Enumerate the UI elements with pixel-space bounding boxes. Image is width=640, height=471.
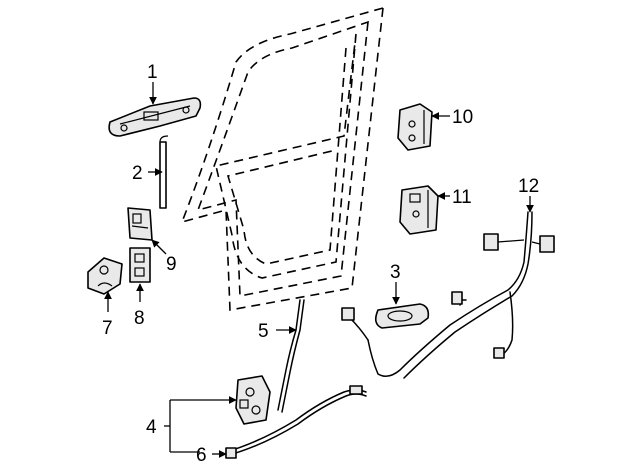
callout-labels: 1 2 3 4 5 6 7 8 9 10 11 12 (102, 62, 539, 466)
callout-2: 2 (132, 163, 143, 184)
leader-lines (104, 82, 534, 458)
door-outline (180, 6, 384, 311)
door-latch (235, 375, 271, 425)
striker-pad (129, 247, 151, 283)
upper-hinge (397, 103, 433, 151)
callout-4: 4 (146, 417, 157, 438)
handle-rod (159, 135, 169, 209)
lock-rod (277, 299, 305, 413)
callout-7: 7 (102, 318, 113, 339)
outside-handle (108, 97, 202, 137)
callout-6: 6 (196, 445, 207, 466)
callout-11: 11 (452, 187, 472, 208)
callout-9: 9 (166, 254, 177, 275)
callout-12: 12 (518, 176, 539, 197)
callout-8: 8 (134, 308, 145, 329)
callout-3: 3 (390, 262, 401, 283)
lower-hinge (399, 185, 439, 235)
callout-10: 10 (452, 107, 473, 128)
callout-5: 5 (258, 321, 269, 342)
striker (87, 257, 123, 295)
lock-bracket (127, 207, 153, 241)
inside-handle (374, 303, 430, 329)
wiring-harness (341, 211, 555, 379)
callout-1: 1 (147, 62, 158, 83)
